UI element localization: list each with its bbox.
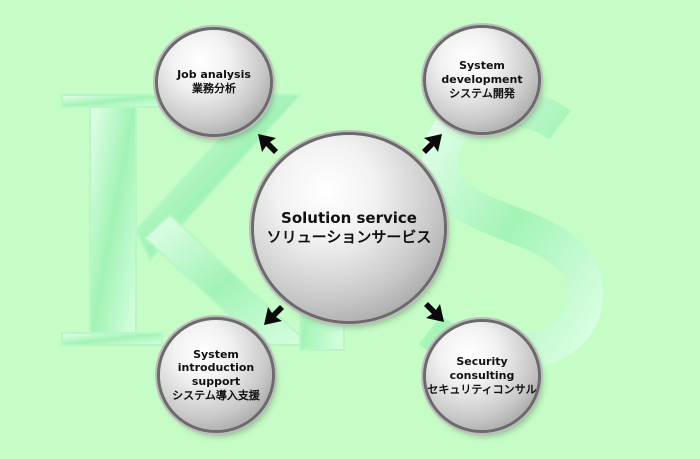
node-label-en: System introduction support	[177, 347, 255, 389]
arrow-to-job-analysis-icon	[258, 134, 278, 154]
node-label-ja: システム導入支援	[172, 388, 260, 402]
node-job-analysis: Job analysis 業務分析	[158, 30, 270, 134]
node-label-ja: 業務分析	[192, 82, 236, 95]
node-solution-service: Solution service ソリューションサービス	[254, 135, 444, 321]
arrow-to-system-introduction-icon	[264, 305, 284, 325]
node-system-introduction-support: System introduction support システム導入支援	[160, 320, 272, 430]
arrow-to-system-development-icon	[422, 134, 442, 154]
node-label-en: Security consulting	[449, 355, 515, 383]
node-system-development: System development システム開発	[426, 28, 538, 132]
node-security-consulting: Security consulting セキュリティコンサル	[426, 322, 538, 430]
node-label-en: Job analysis	[177, 68, 251, 82]
node-label-en: System development	[441, 59, 523, 87]
arrow-to-security-consulting-icon	[424, 302, 444, 322]
node-label-ja: ソリューションサービス	[266, 228, 432, 246]
node-label-ja: セキュリティコンサル	[427, 382, 537, 396]
node-label-ja: システム開発	[449, 86, 515, 100]
node-label-en: Solution service	[281, 209, 417, 228]
